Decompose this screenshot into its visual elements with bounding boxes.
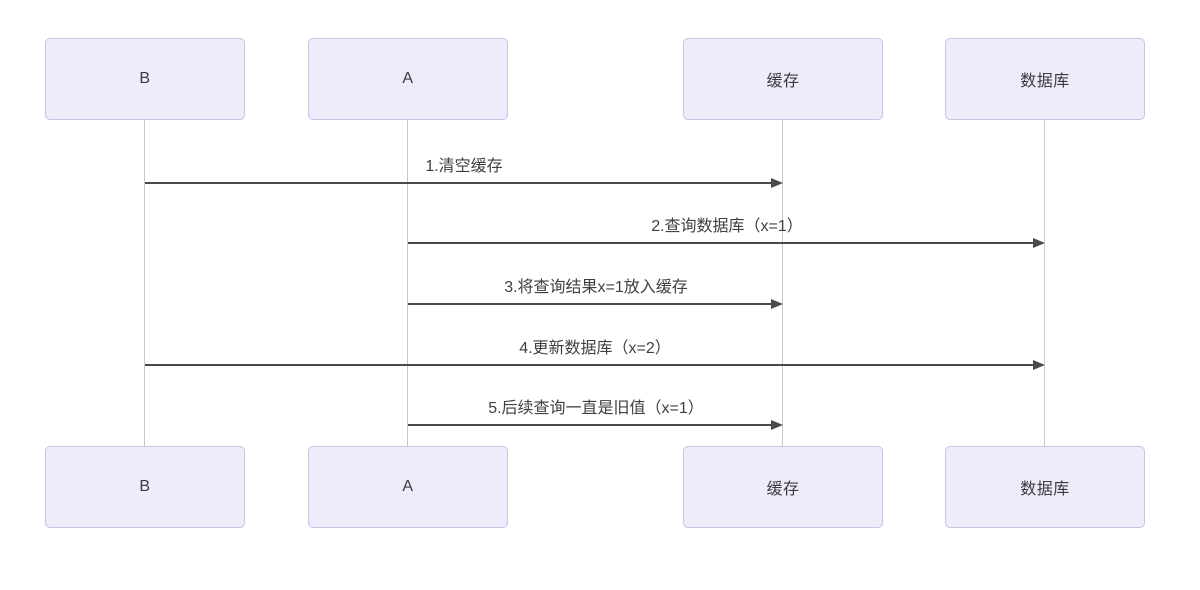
lifeline-cache <box>782 120 783 446</box>
actor-top-database: 数据库 <box>945 38 1145 120</box>
actor-label: 缓存 <box>766 73 800 90</box>
actor-bottom-database: 数据库 <box>945 446 1145 528</box>
message-3-arrowhead-icon <box>771 299 783 309</box>
actor-bottom-a: A <box>308 446 508 528</box>
actor-top-a: A <box>308 38 508 120</box>
message-5-label: 5.后续查询一直是旧值（x=1） <box>488 400 704 417</box>
message-1-arrowhead-icon <box>771 178 783 188</box>
lifeline-a <box>407 120 408 446</box>
actor-label: 数据库 <box>1020 481 1070 498</box>
message-3-arrow-line <box>408 303 772 305</box>
message-1-label: 1.清空缓存 <box>425 158 503 175</box>
message-1-arrow-line <box>145 182 772 184</box>
actor-top-cache: 缓存 <box>683 38 883 120</box>
message-2-label: 2.查询数据库（x=1） <box>651 218 803 235</box>
actor-label: B <box>139 478 151 495</box>
message-2-arrow-line <box>408 242 1034 244</box>
message-4-label: 4.更新数据库（x=2） <box>519 340 671 357</box>
message-5-arrow-line <box>408 424 772 426</box>
lifeline-b <box>144 120 145 446</box>
actor-label: A <box>402 478 414 495</box>
message-2-arrowhead-icon <box>1033 238 1045 248</box>
message-4-arrowhead-icon <box>1033 360 1045 370</box>
actor-label: 数据库 <box>1020 73 1070 90</box>
actor-top-b: B <box>45 38 245 120</box>
actor-label: 缓存 <box>766 481 800 498</box>
message-5-arrowhead-icon <box>771 420 783 430</box>
actor-bottom-b: B <box>45 446 245 528</box>
message-3-label: 3.将查询结果x=1放入缓存 <box>504 279 688 296</box>
message-4-arrow-line <box>145 364 1034 366</box>
lifeline-database <box>1044 120 1045 446</box>
actor-label: B <box>139 70 151 87</box>
actor-label: A <box>402 70 414 87</box>
actor-bottom-cache: 缓存 <box>683 446 883 528</box>
